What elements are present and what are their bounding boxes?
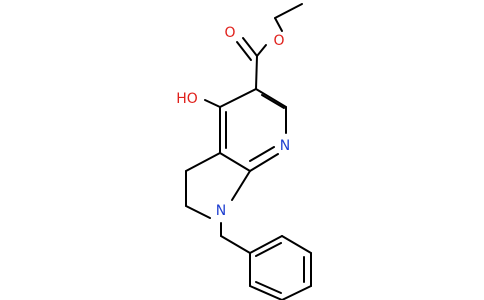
bond xyxy=(249,235,283,254)
bond xyxy=(255,55,258,90)
bond xyxy=(185,205,211,219)
bond xyxy=(281,285,312,300)
bond xyxy=(256,44,267,57)
ester-oxygen-label: O xyxy=(273,33,284,49)
bond xyxy=(249,285,283,300)
bond xyxy=(255,88,287,108)
amine-nitrogen-label: N xyxy=(216,203,226,219)
bond xyxy=(261,94,285,109)
bond xyxy=(249,153,279,172)
bond xyxy=(255,242,282,257)
bond xyxy=(204,99,221,108)
bond xyxy=(242,37,258,57)
carbonyl-oxygen-label: O xyxy=(224,25,235,41)
bond xyxy=(219,88,257,108)
pyridine-nitrogen-label: N xyxy=(280,138,290,154)
bond xyxy=(219,152,251,172)
bond xyxy=(231,170,251,201)
bond xyxy=(249,146,275,162)
bond xyxy=(255,281,282,294)
hydroxyl-label: HO xyxy=(176,91,198,107)
bond xyxy=(185,152,221,172)
bond xyxy=(274,3,303,19)
bond xyxy=(281,235,312,254)
bond xyxy=(236,41,252,61)
bond xyxy=(274,17,283,32)
bond xyxy=(220,235,251,254)
